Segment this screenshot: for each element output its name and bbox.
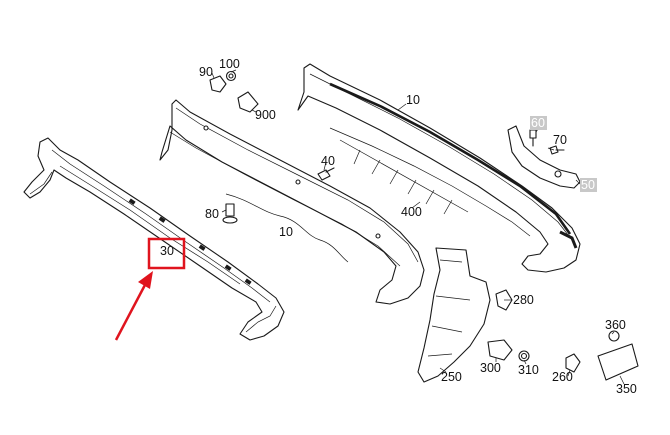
callout-400: 400	[401, 205, 422, 219]
upper-trim-part	[297, 63, 581, 273]
ring-part-310	[518, 350, 530, 362]
callout-250: 250	[441, 370, 462, 384]
callout-300: 300	[480, 361, 501, 375]
highlight-box-30	[147, 237, 186, 270]
holder-part-260	[565, 353, 581, 373]
callout-40: 40	[321, 154, 335, 168]
callout-30: 30	[160, 244, 174, 258]
fastener-part-80	[222, 203, 238, 224]
callout-60-bg	[530, 116, 547, 130]
sensor-part-300	[487, 339, 513, 361]
screw-part-60	[529, 129, 537, 147]
shield-part	[339, 139, 469, 215]
callout-60: 60	[531, 116, 545, 130]
reinforcement-bracket-part	[23, 137, 285, 341]
callout-350: 350	[616, 382, 637, 396]
callout-280: 280	[513, 293, 534, 307]
red-arrow-icon	[114, 271, 153, 341]
lower-panel-part	[417, 247, 491, 383]
screw-part-70	[549, 145, 565, 155]
callout-900: 900	[255, 108, 276, 122]
callout-100: 100	[219, 57, 240, 71]
callout-50: 50	[581, 178, 595, 192]
clip-part-90	[209, 75, 227, 93]
side-bracket-part	[507, 125, 581, 189]
bumper-cover-part	[159, 99, 425, 305]
screw-part-40	[317, 167, 335, 181]
clip-part-900	[237, 91, 259, 113]
callout-70: 70	[553, 133, 567, 147]
cover-part-350	[597, 343, 639, 381]
callout-260: 260	[552, 370, 573, 384]
callout-90: 90	[199, 65, 213, 79]
callout-310: 310	[518, 363, 539, 377]
nut-part-100	[225, 70, 237, 82]
callout-360: 360	[605, 318, 626, 332]
callout-80: 80	[205, 207, 219, 221]
callout-10-mid: 10	[279, 225, 293, 239]
callout-50-bg	[580, 178, 597, 192]
cap-part-360	[608, 330, 620, 342]
callout-10-top: 10	[406, 93, 420, 107]
